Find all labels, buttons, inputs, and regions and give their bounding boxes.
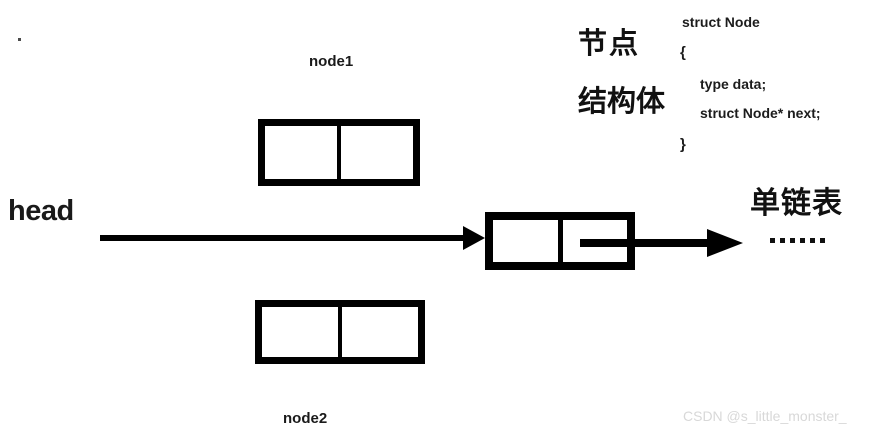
- annotation-linked-list-cn: 单链表: [750, 186, 843, 221]
- head-pointer-line: [100, 235, 472, 241]
- node1-data-cell: [265, 126, 341, 179]
- ellipsis-dot: [770, 238, 775, 243]
- node1-next-cell: [341, 126, 413, 179]
- arrowhead-into-node-icon: [463, 226, 485, 250]
- center-node-data-cell: [493, 220, 563, 262]
- annotation-node-cn: 节点: [578, 26, 641, 60]
- struct-code-line-0: struct Node: [682, 14, 760, 30]
- ellipsis-dot: [790, 238, 795, 243]
- head-label: head: [8, 195, 74, 227]
- ellipsis-dot: [810, 238, 815, 243]
- struct-code-line-2: type data;: [700, 76, 767, 92]
- node2-data-cell: [262, 307, 342, 357]
- node2-next-cell: [342, 307, 418, 357]
- struct-code-line-3: struct Node* next;: [700, 105, 821, 121]
- struct-code-line-1: {: [680, 44, 686, 61]
- ellipsis-dot: [820, 238, 825, 243]
- next-pointer-line: [580, 239, 710, 247]
- node2-box: [255, 300, 425, 364]
- node1-box: [258, 119, 420, 186]
- node1-label: node1: [309, 53, 354, 70]
- arrowhead-right-icon: [707, 229, 743, 257]
- ellipsis-dots: [770, 238, 825, 243]
- node2-label: node2: [283, 410, 328, 427]
- annotation-struct-cn: 结构体: [578, 84, 666, 118]
- ellipsis-dot: [780, 238, 785, 243]
- ellipsis-dot: [800, 238, 805, 243]
- struct-code-line-4: }: [680, 136, 686, 153]
- watermark: CSDN @s_little_monster_: [683, 408, 847, 424]
- scan-speck: [18, 38, 21, 41]
